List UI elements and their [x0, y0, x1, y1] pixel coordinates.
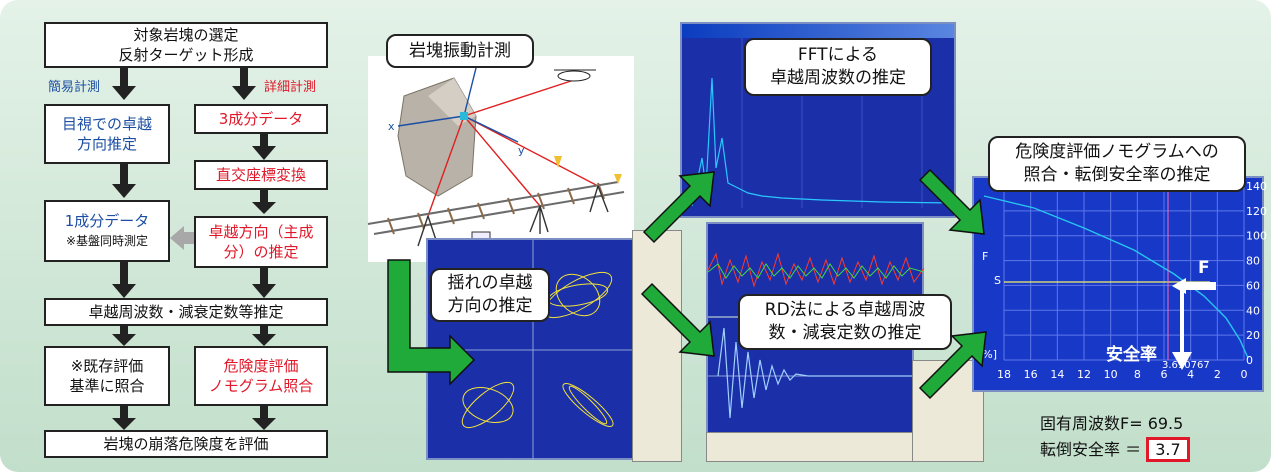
frequency-estimate-box: 卓越周波数・減衰定数等推定: [44, 298, 328, 326]
nomogram-y-tick: 0: [1246, 354, 1253, 367]
measurement-illustration: x y: [367, 56, 634, 262]
nomogram-y-tick: 100: [1246, 230, 1267, 243]
natural-frequency-result: 固有周波数F= 69.5: [1040, 414, 1184, 433]
nomogram-f-marker: F: [1198, 258, 1210, 278]
nomogram-x-tick: 0: [1241, 368, 1248, 381]
svg-text:y: y: [518, 144, 525, 157]
safety-factor-prefix: 転倒安全率 ＝: [1040, 440, 1142, 459]
rd-bottom-panel: [706, 432, 914, 462]
nomogram-y-tick: 120: [1246, 205, 1267, 218]
orthogonal-transform-box: 直交座標変換: [194, 160, 328, 190]
vibration-measure-callout: 岩塊振動計測: [386, 34, 534, 68]
visual-estimate-box: 目視での卓越 方向推定: [44, 104, 170, 164]
nomogram-x-tick: 18: [997, 368, 1011, 381]
rd-callout: RD法による卓越周波 数・減衰定数の推定: [738, 294, 952, 350]
nomogram-s-axis-label: S: [994, 274, 1001, 287]
nomogram-check-box: 危険度評価 ノモグラム照合: [194, 346, 328, 406]
detail-measure-label: 詳細計測: [264, 80, 317, 95]
sway-direction-callout: 揺れの卓越 方向の推定: [430, 268, 550, 322]
nomogram-y-tick: 80: [1246, 255, 1260, 268]
waveform-plot: [707, 252, 925, 288]
dominant-direction-box: 卓越方向（主成 分）の推定: [194, 216, 328, 268]
one-component-note: ※基盤同時測定: [65, 234, 149, 248]
nomogram-x-tick: 10: [1104, 368, 1118, 381]
safety-factor-result: 転倒安全率 ＝ 3.7: [1040, 436, 1190, 462]
nomogram-x-tick: 14: [1050, 368, 1064, 381]
rd-decay-plot: [708, 327, 914, 419]
nomogram-x-tick: 4: [1187, 368, 1194, 381]
rock-measurement-drawing: x y: [367, 59, 625, 247]
nomogram-y-tick: 60: [1246, 279, 1260, 292]
nomogram-arrows: [1172, 278, 1216, 370]
svg-text:x: x: [388, 120, 395, 133]
one-component-box: 1成分データ ※基盤同時測定: [44, 200, 170, 262]
nomogram-x-tick: 12: [1077, 368, 1091, 381]
fft-titlebar: [682, 24, 954, 38]
one-component-text: 1成分データ: [64, 212, 150, 230]
sway-side-panel: [632, 230, 682, 462]
nomogram-x-tick: 6: [1161, 368, 1168, 381]
evaluate-risk-box: 岩塊の崩落危険度を評価: [44, 430, 328, 458]
nomogram-x-tick: 2: [1214, 368, 1221, 381]
nomogram-y-tick: 20: [1246, 329, 1260, 342]
fft-callout: FFTによる 卓越周波数の推定: [744, 38, 932, 96]
safety-factor-value: 3.7: [1146, 437, 1190, 462]
select-rock-box: 対象岩塊の選定 反射ターゲット形成: [44, 22, 328, 68]
nomogram-x-tick: 8: [1134, 368, 1141, 381]
safety-factor-marker: 安全率: [1106, 345, 1157, 365]
nomogram-readout: 3.690767: [1162, 360, 1210, 371]
flow-arrows: [112, 68, 276, 430]
nomogram-callout: 危険度評価ノモグラムへの 照合・転倒安全率の推定: [988, 136, 1246, 192]
nomogram-y-tick: 40: [1246, 304, 1260, 317]
simple-measure-label: 簡易計測: [48, 80, 101, 95]
nomogram-x-tick: 16: [1024, 368, 1038, 381]
nomogram-f-axis-label: F: [982, 250, 988, 263]
three-component-box: 3成分データ: [194, 104, 328, 134]
existing-criteria-box: ※既存評価 基準に照合: [44, 346, 170, 406]
nomogram-y-tick: 140: [1246, 180, 1267, 193]
